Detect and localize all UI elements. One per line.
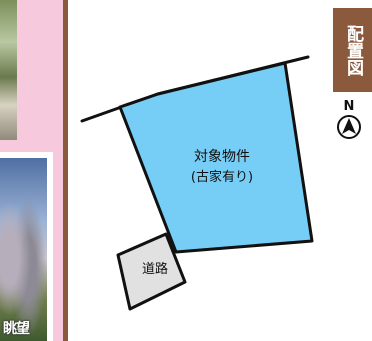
property-label: 対象物件 [194,149,250,165]
road-label: 道路 [142,261,168,277]
property-sublabel: (古家有り) [191,169,253,185]
north-letter: N [343,99,355,114]
north-compass: N [335,100,363,144]
layout-tab: 配置図 [333,8,372,92]
north-arrow-icon [337,115,361,139]
layout-tab-label: 配置図 [343,24,363,76]
view-photo [0,152,53,341]
view-photo-image [0,158,47,341]
view-caption: 眺望 [3,321,30,337]
photo-top [0,0,17,140]
access-road [116,232,187,311]
property-lot [118,61,314,254]
